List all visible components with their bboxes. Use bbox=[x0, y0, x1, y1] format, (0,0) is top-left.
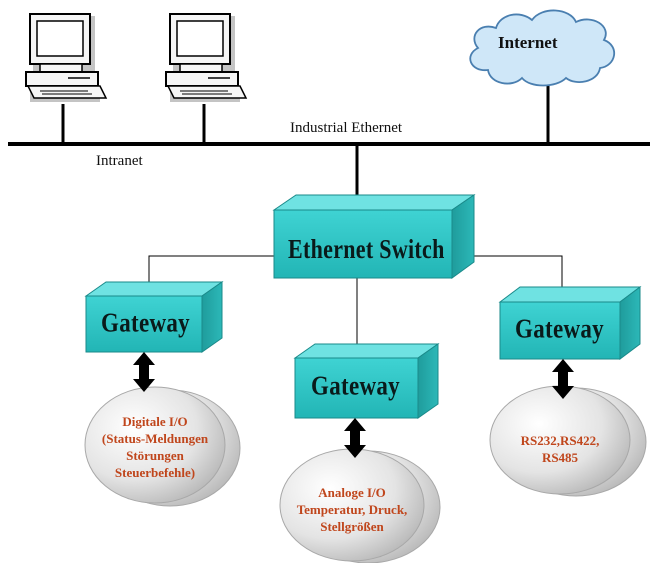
gateway-label: Gateway bbox=[515, 313, 604, 344]
device-label-analog-io: Analoge I/O Temperatur, Druck, Stellgröß… bbox=[280, 484, 424, 535]
gateway-box bbox=[498, 286, 642, 360]
industrial-ethernet-label: Industrial Ethernet bbox=[290, 120, 403, 136]
gateway-label: Gateway bbox=[101, 307, 190, 338]
device-label-line: RS485 bbox=[541, 450, 579, 465]
computer-icon bbox=[165, 13, 248, 102]
device-label-line: Temperatur, Druck, bbox=[296, 502, 408, 517]
device-label-line: Stellgrößen bbox=[320, 519, 384, 534]
double-arrow-icon bbox=[133, 352, 155, 392]
device-label-line: Störungen bbox=[126, 448, 184, 463]
device-disc-analog-io bbox=[279, 448, 441, 563]
intranet-label: Intranet bbox=[96, 153, 143, 169]
gateway-box bbox=[84, 281, 224, 353]
gateway-label: Gateway bbox=[311, 370, 400, 401]
internet-cloud-icon bbox=[469, 9, 615, 87]
computer-icon bbox=[25, 13, 108, 102]
device-label-line: (Status-Meldungen bbox=[101, 431, 209, 446]
device-label-serial: RS232,RS422, RS485 bbox=[494, 432, 626, 466]
device-label-line: RS232,RS422, bbox=[520, 433, 600, 448]
ethernet-switch-box bbox=[272, 194, 476, 279]
double-arrow-icon bbox=[552, 359, 574, 399]
gateway-box bbox=[293, 343, 440, 419]
device-label-line: Steuerbefehle) bbox=[114, 465, 196, 480]
switch-to-gateway-right-line bbox=[462, 255, 563, 290]
internet-label: Internet bbox=[498, 33, 558, 52]
switch-to-gateway-left-line bbox=[148, 255, 274, 285]
device-disc-serial bbox=[489, 385, 647, 497]
double-arrow-icon bbox=[344, 418, 366, 458]
device-label-digital-io: Digitale I/O (Status-Meldungen Störungen… bbox=[85, 413, 225, 481]
device-disc-digital-io bbox=[84, 386, 241, 507]
device-label-line: Digitale I/O bbox=[122, 414, 188, 429]
ethernet-switch-label: Ethernet Switch bbox=[288, 232, 445, 264]
device-label-line: Analoge I/O bbox=[318, 485, 386, 500]
